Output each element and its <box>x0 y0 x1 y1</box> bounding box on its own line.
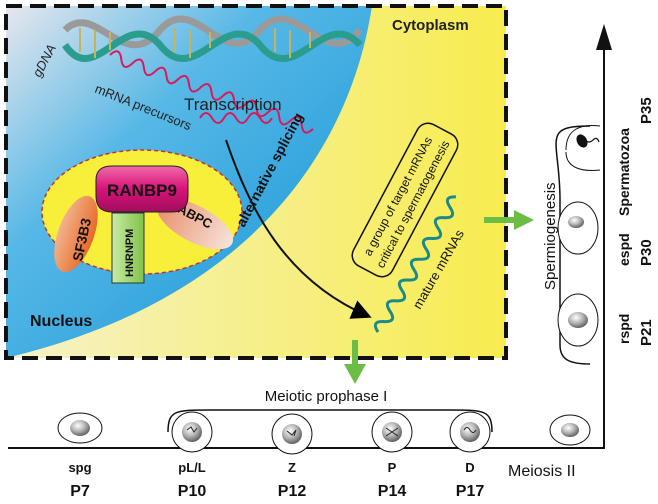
z-cell <box>271 413 313 455</box>
stage-day-p12: P12 <box>278 483 307 500</box>
stage-day-p17: P17 <box>456 483 485 500</box>
spermiogenesis-label: Spermiogenesis <box>542 182 559 290</box>
vstage-cell-spermatozoa: Spermatozoa <box>616 128 632 216</box>
vstage-day-p35: P35 <box>638 97 655 124</box>
stage-cell-p: P <box>388 460 397 475</box>
meiosis-ii-cell <box>549 414 591 446</box>
sf3b3-block <box>54 195 98 273</box>
cytoplasm-label: Cytoplasm <box>392 17 469 34</box>
transcription-label: Transcription <box>184 95 282 114</box>
meiosis-ii-label: Meiosis II <box>508 463 576 480</box>
vstage-cell-rspd: rspd <box>616 314 632 344</box>
mrna-precursor-line-2 <box>199 112 273 124</box>
mrna-precursor-line <box>109 50 314 134</box>
ranbp9-label: RANBP9 <box>107 181 177 200</box>
vstage-day-p21: P21 <box>638 319 655 346</box>
ranbp9-block <box>95 165 189 213</box>
spermatozoa-cell <box>565 125 601 171</box>
stage-day-p14: P14 <box>378 483 407 500</box>
pll-cell <box>171 411 213 453</box>
spermiogenesis-bracket <box>555 125 591 365</box>
hnrnpm-label: HNRNPM <box>124 229 136 277</box>
d-cell <box>449 411 491 453</box>
protein-complex: HNRNPM SF3B3 PABPC RANBP9 <box>41 149 243 284</box>
dna-helix-icon <box>62 15 363 62</box>
mature-mrna-line <box>373 195 457 333</box>
cell-border <box>4 4 508 360</box>
stage-day-p7: P7 <box>70 483 90 500</box>
vstage-cell-espd: espd <box>616 233 632 266</box>
green-arrow-right <box>484 210 534 230</box>
stage-cell-spg: spg <box>68 460 91 475</box>
splicing-arrow <box>225 139 372 319</box>
stage-day-p10: P10 <box>178 483 207 500</box>
spg-cell <box>57 412 103 444</box>
nucleus-label: Nucleus <box>30 313 92 330</box>
stage-cell-d: D <box>465 460 474 475</box>
vertical-axis-arrowhead <box>596 24 612 50</box>
green-arrow-down <box>344 340 366 384</box>
meiotic-prophase-label: Meiotic prophase I <box>265 388 388 405</box>
p-cell <box>371 411 413 453</box>
axis-corner <box>500 420 605 449</box>
vstage-day-p30: P30 <box>638 239 655 266</box>
hnrnpm-block <box>111 212 145 284</box>
rspd-cell <box>557 293 599 347</box>
meiotic-prophase-bracket <box>167 409 493 433</box>
stage-cell-pll: pL/L <box>178 460 205 475</box>
stage-cell-z: Z <box>288 460 296 475</box>
espd-cell <box>557 201 599 255</box>
